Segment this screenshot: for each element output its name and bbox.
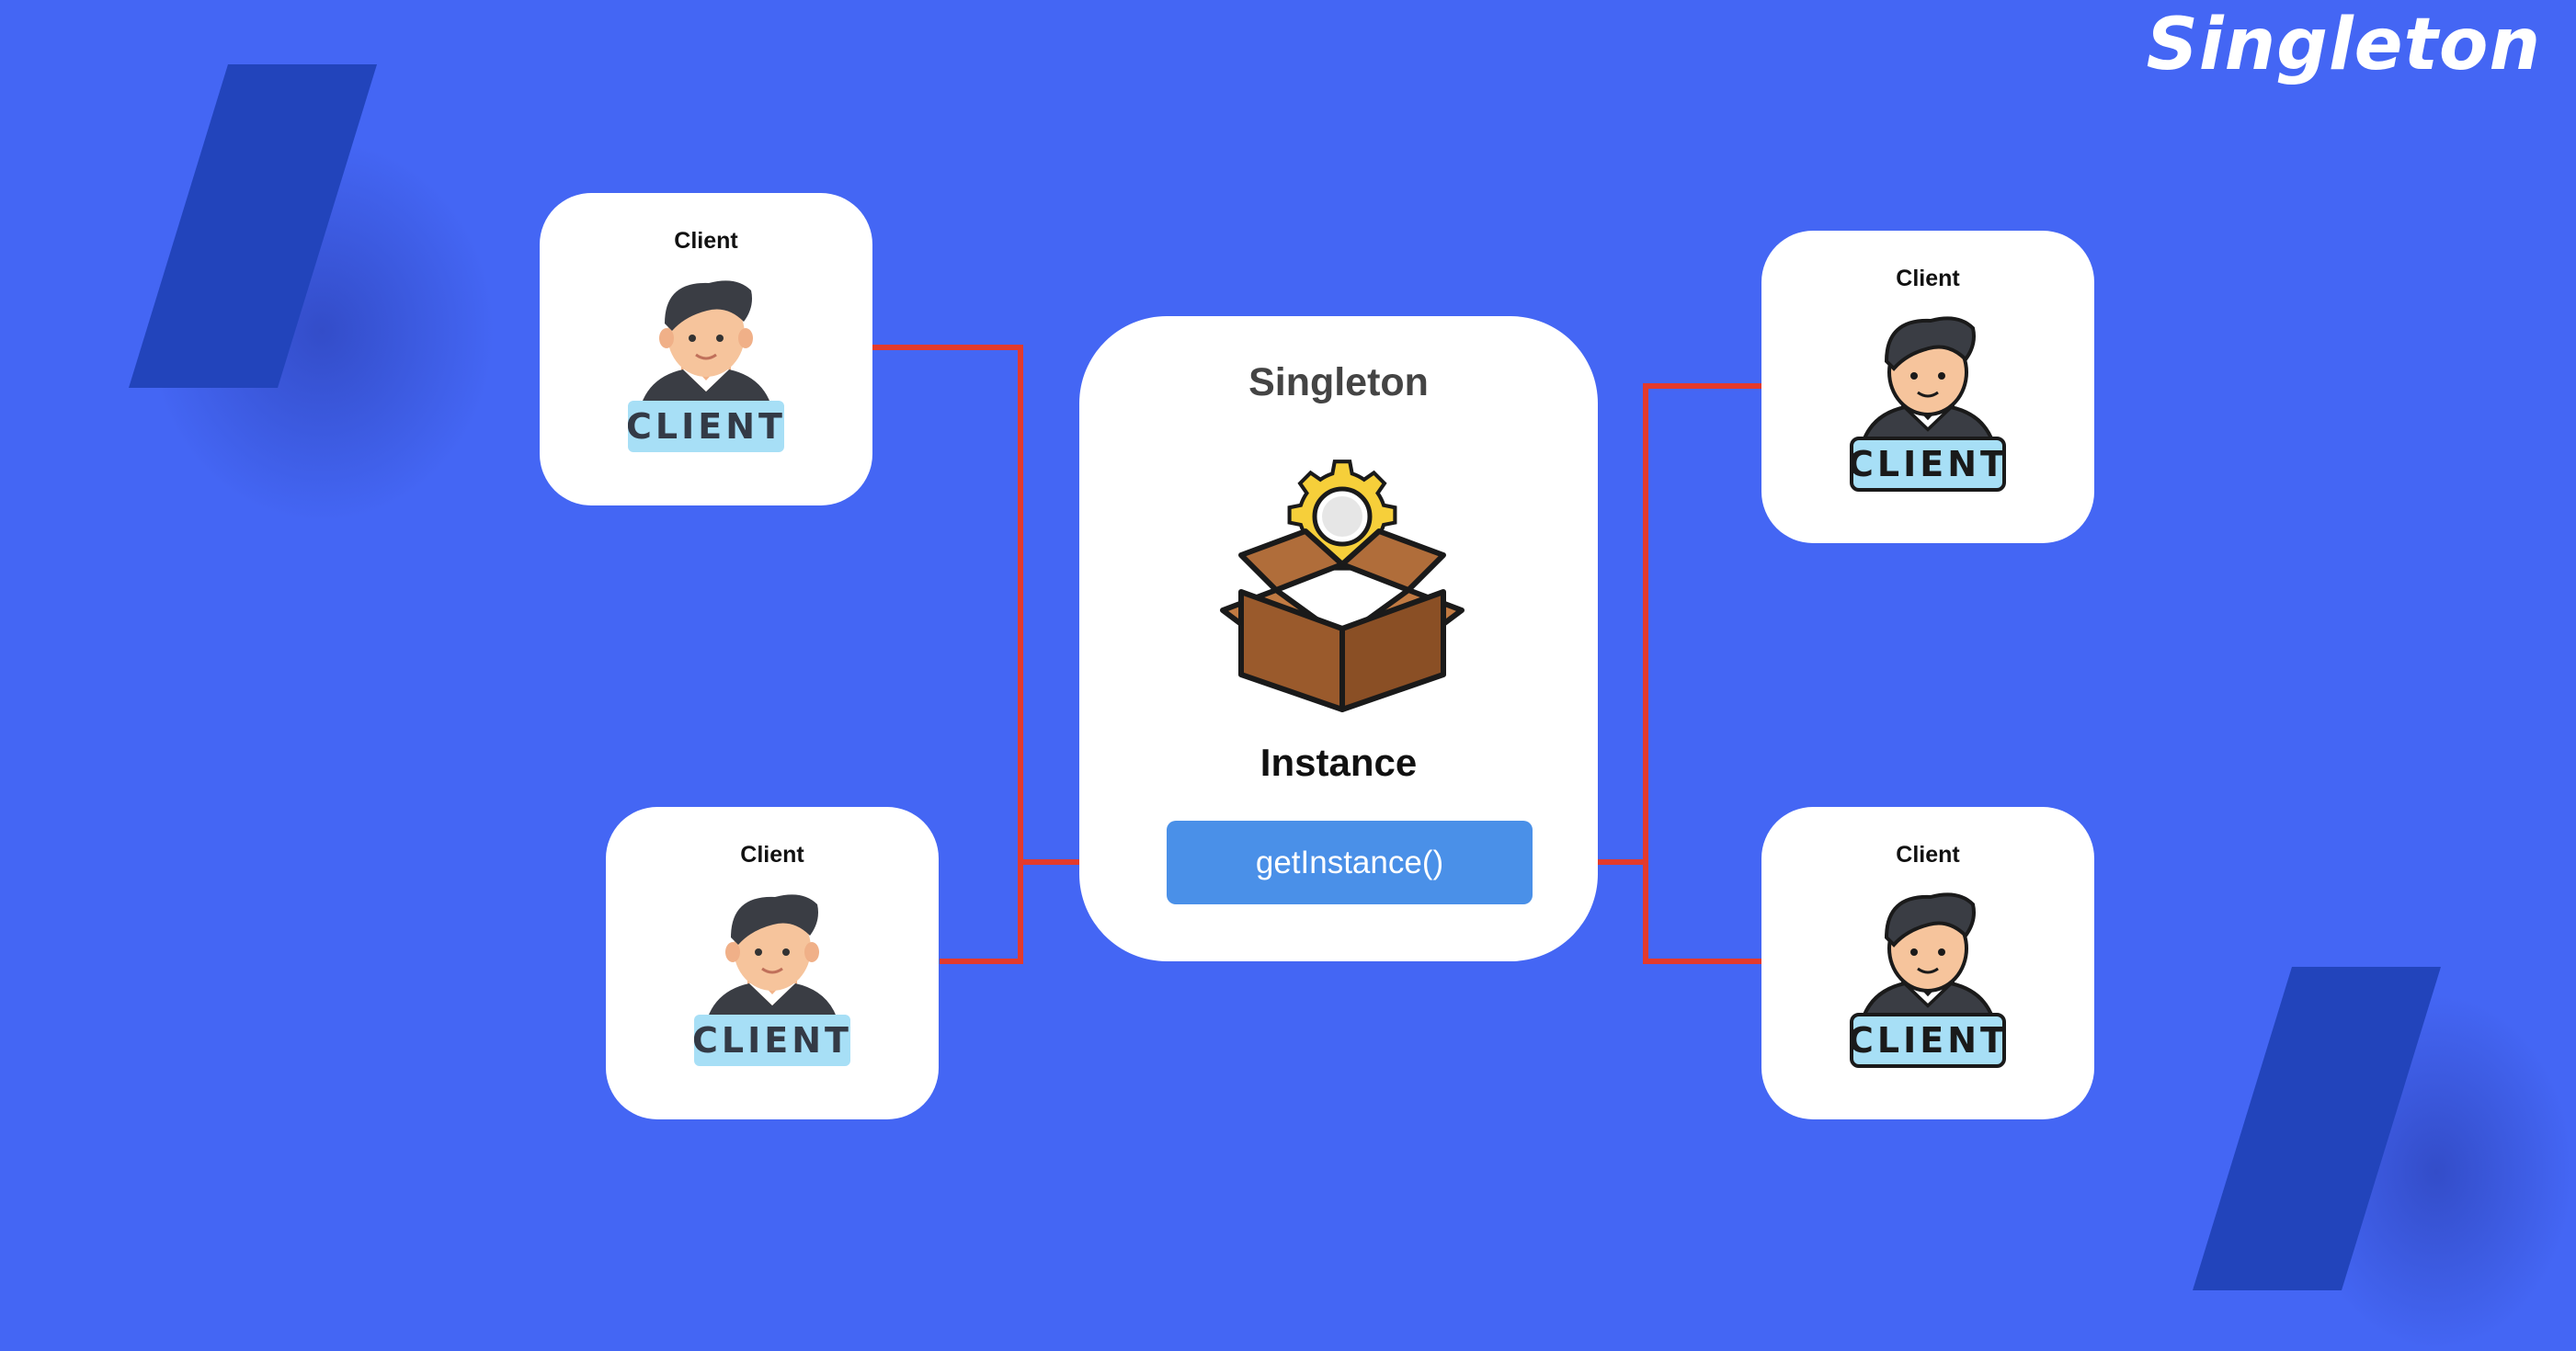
client-badge: CLIENT — [1850, 1020, 2006, 1061]
client-avatar-icon: CLIENT — [1850, 892, 2006, 1068]
singleton-title: Singleton — [1248, 360, 1429, 404]
client-card-bottom-left: Client CLIENT — [606, 807, 939, 1119]
client-label: Client — [1896, 842, 1960, 868]
brand-title: Singleton — [2146, 4, 2541, 86]
box-gear-icon — [1220, 460, 1465, 712]
client-card-top-left: Client CLIENT — [540, 193, 872, 505]
client-badge: CLIENT — [1850, 444, 2006, 484]
client-label: Client — [674, 228, 738, 254]
client-label: Client — [740, 842, 804, 868]
connector-top-left — [872, 345, 1023, 862]
client-avatar-icon: CLIENT — [694, 894, 850, 1066]
client-card-bottom-right: Client CLIENT — [1761, 807, 2094, 1119]
get-instance-button[interactable]: getInstance() — [1167, 821, 1533, 904]
client-card-top-right: Client CLIENT — [1761, 231, 2094, 543]
client-avatar-icon: CLIENT — [1850, 316, 2006, 492]
instance-label: Instance — [1260, 741, 1418, 784]
client-badge: CLIENT — [694, 1020, 850, 1061]
connector-top-right — [1643, 383, 1761, 964]
connector-bottom-left — [940, 862, 1023, 964]
client-badge: CLIENT — [628, 406, 784, 447]
client-label: Client — [1896, 266, 1960, 291]
client-avatar-icon: CLIENT — [628, 280, 784, 452]
singleton-card: Singleton Instance getInstance() — [1079, 316, 1598, 961]
